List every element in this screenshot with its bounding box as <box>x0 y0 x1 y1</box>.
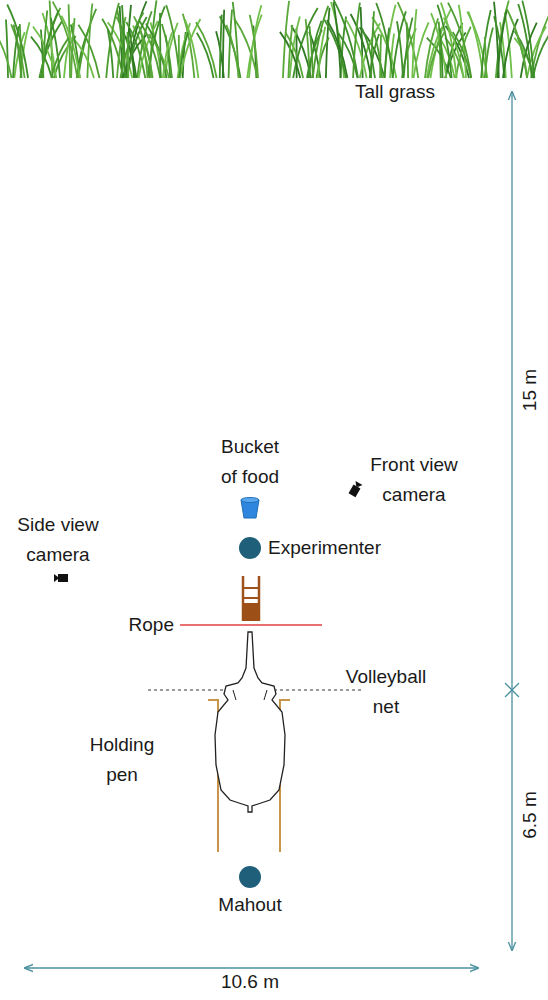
grass-blade <box>288 25 292 78</box>
grass-blade <box>313 6 328 78</box>
object-label: Front view camera <box>364 450 464 510</box>
elephant <box>215 632 285 812</box>
grass-blade <box>0 29 11 78</box>
grass-blade <box>440 28 443 78</box>
camera-icon <box>54 574 68 582</box>
grass-blade <box>414 22 429 78</box>
grass-blade <box>159 13 161 78</box>
apparatus <box>242 576 260 621</box>
grass-blade <box>353 3 360 78</box>
grass-blade <box>397 21 403 78</box>
person-label: Mahout <box>200 890 300 920</box>
experimenter-marker <box>239 537 261 559</box>
grass-blade <box>309 26 312 78</box>
grass-blade <box>180 19 200 78</box>
grass-blade <box>41 10 59 78</box>
grass-blade <box>333 2 340 78</box>
grass-blade <box>61 16 79 78</box>
grass-blade <box>7 5 28 78</box>
dimension-tick <box>505 683 519 697</box>
grass-blade <box>185 19 199 78</box>
grass-blade <box>223 10 224 78</box>
grass-blade <box>127 32 130 78</box>
grass-blade <box>71 18 74 78</box>
grass-blade <box>407 22 409 78</box>
grass-blade <box>444 18 464 78</box>
grass-blade <box>384 5 395 78</box>
person-label: Experimenter <box>268 533 381 563</box>
grass-blade <box>324 20 346 78</box>
region-label: Tall grass <box>330 77 460 107</box>
object-label: Bucket of food <box>212 432 288 492</box>
grass-blade <box>106 3 119 78</box>
grass-blade <box>162 24 172 78</box>
camera-icon <box>349 481 363 497</box>
grass-blade <box>166 5 180 78</box>
grass-blade <box>507 9 527 78</box>
bucket-rim <box>241 498 259 503</box>
object-label: Volleyball net <box>338 662 434 722</box>
grass-blade <box>521 23 537 78</box>
mahout-marker <box>239 866 261 888</box>
dimension-label: 10.6 m <box>205 971 295 993</box>
grass-blade <box>376 3 393 78</box>
grass-blade <box>6 19 8 78</box>
dimension-label: 6.5 m <box>519 780 541 850</box>
grass-blade <box>370 34 379 78</box>
grass-blade <box>179 32 188 78</box>
tall-grass <box>0 0 548 78</box>
grass-blade <box>494 2 499 78</box>
grass-blade <box>13 26 19 78</box>
grass-blade <box>20 22 29 78</box>
grass-blade <box>485 37 486 78</box>
grass-blade <box>120 13 143 78</box>
grass-blade <box>250 15 258 78</box>
grass-blade <box>43 10 47 78</box>
rope-line <box>180 624 322 626</box>
elephant-ears <box>233 690 267 700</box>
grass-blade <box>404 18 413 78</box>
grass-blade <box>247 14 262 78</box>
grass-blade <box>448 3 471 78</box>
dimension-line <box>511 92 512 950</box>
grass-blade <box>360 23 380 78</box>
grass-blade <box>481 10 491 78</box>
grass-blade <box>196 22 217 78</box>
grass-blade <box>51 38 68 78</box>
grass-blade <box>163 33 172 78</box>
dimension-line <box>25 967 478 968</box>
grass-blade <box>139 21 158 78</box>
object-label: Holding pen <box>77 730 167 790</box>
grass-blade <box>533 35 548 78</box>
grass-blade <box>140 27 148 78</box>
grass-blade <box>522 1 534 78</box>
grass-blade <box>14 25 22 78</box>
grass-blade <box>515 31 534 78</box>
dimension-label: 15 m <box>519 355 541 425</box>
object-label: Side view camera <box>8 510 108 570</box>
object-label: Rope <box>129 610 174 640</box>
grass-blade <box>494 16 504 78</box>
grass-blade <box>220 15 222 78</box>
grass-blade <box>318 27 325 78</box>
grass-blade <box>229 9 233 78</box>
